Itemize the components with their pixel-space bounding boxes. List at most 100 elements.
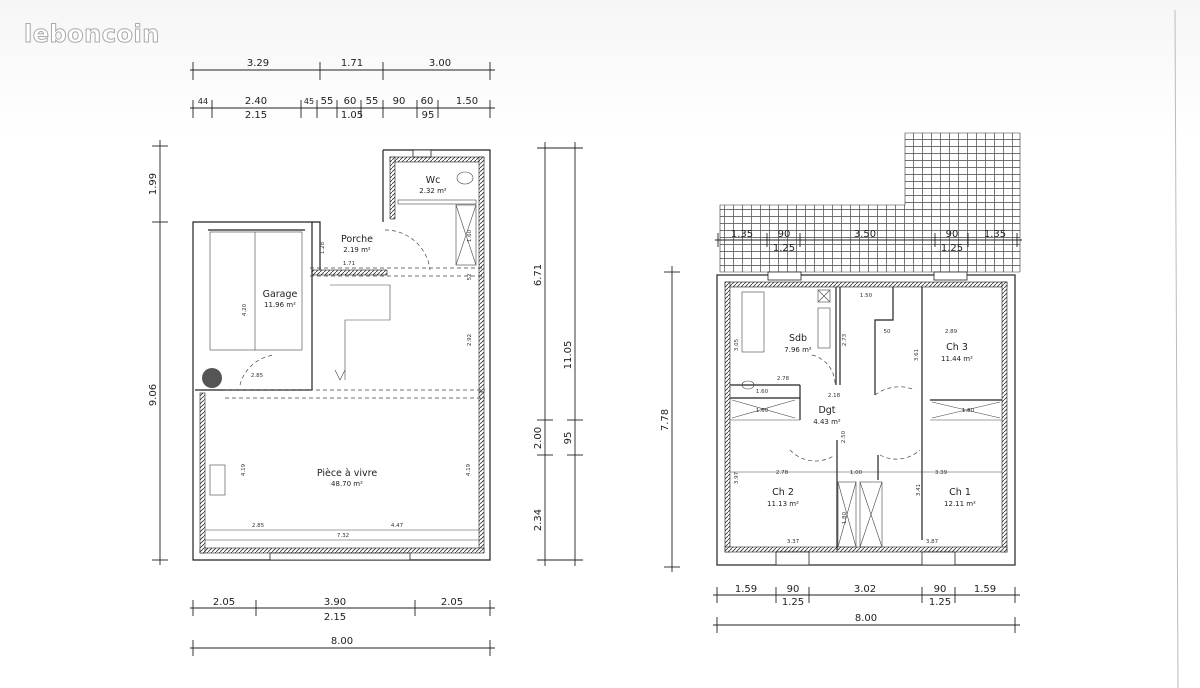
top-dimension-row-2: 44 2.40 45 55 60 55 90 60 1.50 2.15 1.05… — [190, 96, 495, 121]
room-area-ch2: 11.13 m² — [767, 500, 799, 508]
ground-floor-plan: 3.29 1.71 3.00 44 2.40 45 55 60 55 90 60… — [148, 58, 583, 656]
room-name-porche: Porche — [341, 234, 373, 245]
dim-label: 3.37 — [787, 539, 800, 545]
dim-label: 1.50 — [456, 96, 478, 107]
dim-label: 9.06 — [148, 384, 159, 406]
dim-label: 60 — [421, 96, 434, 107]
roof — [719, 132, 1021, 273]
room-name-sdb: Sdb — [789, 333, 807, 344]
dim-label: 1.25 — [929, 597, 951, 608]
dim-label: 2.92 — [467, 334, 473, 346]
dim-label: 90 — [787, 584, 800, 595]
room-labels: Wc 2.32 m² Porche 2.19 m² Garage 11.96 m… — [263, 175, 447, 488]
dim-label: 2.85 — [252, 523, 265, 529]
dim-label: 2.00 — [533, 427, 544, 449]
dim-label: 1.28 — [320, 241, 326, 254]
dim-label: 1.05 — [341, 110, 363, 121]
dim-label: 8.00 — [855, 613, 877, 624]
walls — [716, 271, 1016, 566]
dim-label: 4.19 — [466, 463, 472, 476]
dim-label: 95 — [422, 110, 435, 121]
left-dimension: 7.78 — [660, 266, 680, 572]
dim-label: 50 — [884, 329, 891, 335]
dim-label: 2.78 — [776, 470, 789, 476]
dim-label: 1.80 — [962, 408, 975, 414]
dim-label: 1.25 — [941, 243, 963, 254]
dim-label: 2.40 — [245, 96, 267, 107]
walls — [192, 149, 491, 561]
room-name-ch3: Ch 3 — [946, 342, 968, 353]
dim-label: 2.34 — [533, 509, 544, 531]
dim-label: 7.32 — [337, 533, 349, 539]
dim-label: 1.00 — [850, 470, 863, 476]
dim-label: 2.73 — [842, 333, 848, 346]
room-area-ch1: 12.11 m² — [944, 500, 976, 508]
room-area-dgt: 4.43 m² — [813, 418, 841, 426]
dim-label: 3.39 — [935, 470, 948, 476]
dim-label: 1.99 — [148, 173, 159, 195]
dim-label: 90 — [946, 229, 959, 240]
dim-label: 1.25 — [782, 597, 804, 608]
dim-label: 11.05 — [563, 341, 574, 370]
dim-label: 3.87 — [926, 539, 939, 545]
left-dimensions: 1.99 9.06 — [148, 140, 168, 565]
top-dimensions: 1.35 90 3.50 90 1.35 1.25 1.25 — [715, 229, 1022, 254]
dim-label: 2.89 — [945, 329, 958, 335]
room-name-ch1: Ch 1 — [949, 487, 971, 498]
room-area-garage: 11.96 m² — [264, 301, 296, 309]
dim-label: 44 — [198, 97, 208, 106]
dim-label: 3.97 — [734, 471, 740, 484]
dim-label: 4.20 — [242, 303, 248, 316]
dim-label: 2.15 — [245, 110, 267, 121]
interior-dimensions: 1.50 2.73 3.05 2.78 1.60 1.60 2.18 50 2.… — [734, 293, 975, 545]
bottom-dimensions: 2.05 3.90 2.05 2.15 8.00 — [190, 597, 495, 656]
dim-label: 2.15 — [324, 612, 346, 623]
dim-label: 2.05 — [213, 597, 235, 608]
dim-label: 55 — [321, 96, 334, 107]
dim-label: 1.59 — [735, 584, 757, 595]
room-area-wc: 2.32 m² — [419, 187, 447, 195]
dim-label: 1.25 — [773, 243, 795, 254]
room-area-ch3: 11.44 m² — [941, 355, 973, 363]
right-dimensions: 6.71 2.00 2.34 11.05 95 — [533, 142, 583, 566]
dim-label: 6.71 — [533, 264, 544, 286]
dim-label: 7.78 — [660, 409, 671, 431]
dim-label: 3.05 — [734, 338, 740, 351]
dim-label: 2.50 — [841, 430, 847, 443]
dim-label: 1.60 — [756, 408, 769, 414]
room-area-sdb: 7.96 m² — [784, 346, 812, 354]
dim-label: 8.00 — [331, 636, 353, 647]
room-name-ch2: Ch 2 — [772, 487, 794, 498]
room-area-living: 48.70 m² — [331, 480, 363, 488]
dim-label: 1.59 — [974, 584, 996, 595]
dim-label: 90 — [778, 229, 791, 240]
top-dimension-row-1: 3.29 1.71 3.00 — [190, 58, 495, 80]
dim-label: 3.50 — [854, 229, 876, 240]
room-name-living: Pièce à vivre — [317, 468, 378, 479]
room-name-dgt: Dgt — [818, 405, 835, 416]
room-name-wc: Wc — [426, 175, 441, 186]
dim-label: 1.71 — [343, 261, 355, 267]
dim-label: 3.41 — [916, 484, 922, 496]
dim-label: 90 — [934, 584, 947, 595]
dim-label: 2.85 — [251, 373, 264, 379]
dim-label: 1.60 — [467, 229, 473, 242]
dim-label: 4.19 — [241, 463, 247, 476]
interior-dimensions: 1.60 1.28 1.71 52 4.20 2.85 2.92 4.19 4.… — [205, 229, 480, 541]
watermark-logo: leboncoin — [24, 20, 160, 49]
dim-label: 3.29 — [247, 58, 269, 69]
dim-label: 2.05 — [441, 597, 463, 608]
dim-label: 2.78 — [777, 376, 790, 382]
dim-label: 2.18 — [828, 393, 841, 399]
dim-label: 3.02 — [854, 584, 876, 595]
dim-label: 1.50 — [860, 293, 873, 299]
dim-label: 1.80 — [842, 511, 848, 524]
dim-label: 45 — [304, 97, 314, 106]
dim-label: 95 — [563, 432, 574, 445]
dim-label: 90 — [393, 96, 406, 107]
dim-label: 52 — [467, 274, 473, 281]
dim-label: 1.35 — [731, 229, 753, 240]
dim-label: 3.00 — [429, 58, 451, 69]
dim-label: 1.35 — [984, 229, 1006, 240]
